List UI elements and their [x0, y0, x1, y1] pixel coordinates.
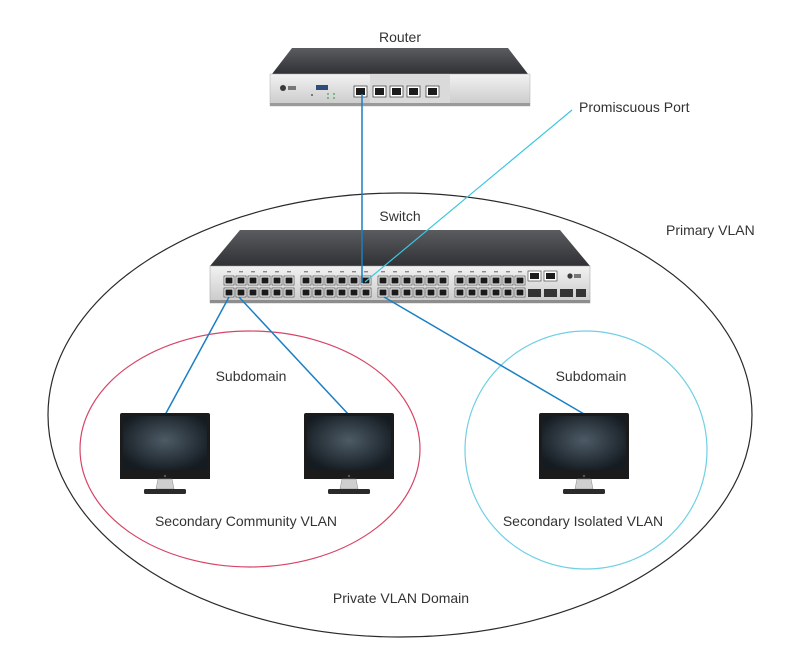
switch-port-socket — [504, 289, 512, 296]
switch-port-led — [352, 271, 356, 273]
switch-port-socket — [480, 289, 488, 296]
switch-port-socket — [350, 277, 358, 284]
switch-port-led — [251, 271, 255, 273]
switch-port-socket — [225, 289, 233, 296]
switch-port-led — [470, 271, 474, 273]
switch-port-socket — [362, 289, 370, 296]
switch-port-socket — [468, 289, 476, 296]
subdomain-left-label: Subdomain — [216, 368, 287, 384]
switch-port-socket — [415, 277, 423, 284]
switch-port-socket — [350, 289, 358, 296]
switch-port-socket — [427, 289, 435, 296]
switch-port-led — [340, 271, 344, 273]
switch-port-socket — [285, 277, 293, 284]
switch-port-socket — [468, 277, 476, 284]
switch-port-socket — [273, 289, 281, 296]
switch-port-led — [506, 271, 510, 273]
switch-port-socket — [249, 277, 257, 284]
switch-port-led — [287, 271, 291, 273]
switch-port-socket — [439, 289, 447, 296]
switch-port-socket — [492, 277, 500, 284]
subdomain-right-label: Subdomain — [556, 368, 627, 384]
switch-port-led — [482, 271, 486, 273]
router-icon — [269, 48, 531, 107]
switch-port-led — [316, 271, 320, 273]
switch-port-socket — [456, 277, 464, 284]
switch-port-socket — [516, 277, 524, 284]
private-vlan-domain-ellipse — [47, 192, 753, 638]
switch-port-socket — [338, 277, 346, 284]
switch-port-led — [227, 271, 231, 273]
switch-port-socket — [403, 277, 411, 284]
primary-vlan-label: Primary VLAN — [666, 222, 755, 238]
community-vlan-circle — [79, 330, 421, 568]
switch-port-socket — [326, 289, 334, 296]
switch-port-led — [364, 271, 368, 273]
switch-port-led — [417, 271, 421, 273]
switch-port-socket — [261, 289, 269, 296]
secondary-isolated-vlan-label: Secondary Isolated VLAN — [503, 513, 663, 529]
switch-port-socket — [302, 289, 310, 296]
switch-port-socket — [415, 289, 423, 296]
switch-port-socket — [379, 289, 387, 296]
switch-port-socket — [285, 289, 293, 296]
switch-port-socket — [456, 289, 464, 296]
switch-port-led — [275, 271, 279, 273]
switch-port-socket — [516, 289, 524, 296]
switch-port-socket — [480, 277, 488, 284]
switch-port-socket — [225, 277, 233, 284]
switch-icon — [209, 230, 591, 304]
switch-port-socket — [492, 289, 500, 296]
monitor-icon — [538, 412, 630, 495]
switch-port-socket — [261, 277, 269, 284]
switch-port-socket — [302, 277, 310, 284]
monitor-icon — [303, 412, 395, 495]
switch-port-led — [328, 271, 332, 273]
switch-port-socket — [273, 277, 281, 284]
switch-port-socket — [391, 277, 399, 284]
switch-port-led — [239, 271, 243, 273]
switch-port-led — [429, 271, 433, 273]
switch-port-socket — [427, 277, 435, 284]
switch-port-socket — [314, 277, 322, 284]
link-to-isolated-pc — [383, 296, 585, 415]
secondary-community-vlan-label: Secondary Community VLAN — [155, 513, 337, 529]
switch-port-socket — [379, 277, 387, 284]
link-to-community-pc-2 — [238, 296, 350, 416]
switch-port-socket — [439, 277, 447, 284]
switch-port-led — [441, 271, 445, 273]
switch-port-socket — [249, 289, 257, 296]
switch-label: Switch — [379, 208, 420, 224]
switch-port-socket — [237, 289, 245, 296]
switch-port-led — [263, 271, 267, 273]
switch-port-socket — [237, 277, 245, 284]
switch-port-led — [518, 271, 522, 273]
promiscuous-port-pointer — [364, 109, 573, 283]
switch-port-socket — [326, 277, 334, 284]
promiscuous-port-label: Promiscuous Port — [579, 99, 690, 115]
router-label: Router — [379, 29, 421, 45]
switch-port-socket — [314, 289, 322, 296]
private-vlan-domain-label: Private VLAN Domain — [333, 590, 469, 606]
switch-port-socket — [391, 289, 399, 296]
switch-port-led — [304, 271, 308, 273]
switch-port-led — [381, 271, 385, 273]
switch-port-socket — [504, 277, 512, 284]
switch-port-led — [393, 271, 397, 273]
switch-port-socket — [338, 289, 346, 296]
switch-port-led — [405, 271, 409, 273]
switch-port-led — [458, 271, 462, 273]
link-to-community-pc-1 — [164, 296, 230, 416]
switch-port-led — [494, 271, 498, 273]
monitor-icon — [119, 412, 211, 495]
isolated-vlan-circle — [464, 330, 708, 570]
switch-port-socket — [403, 289, 411, 296]
